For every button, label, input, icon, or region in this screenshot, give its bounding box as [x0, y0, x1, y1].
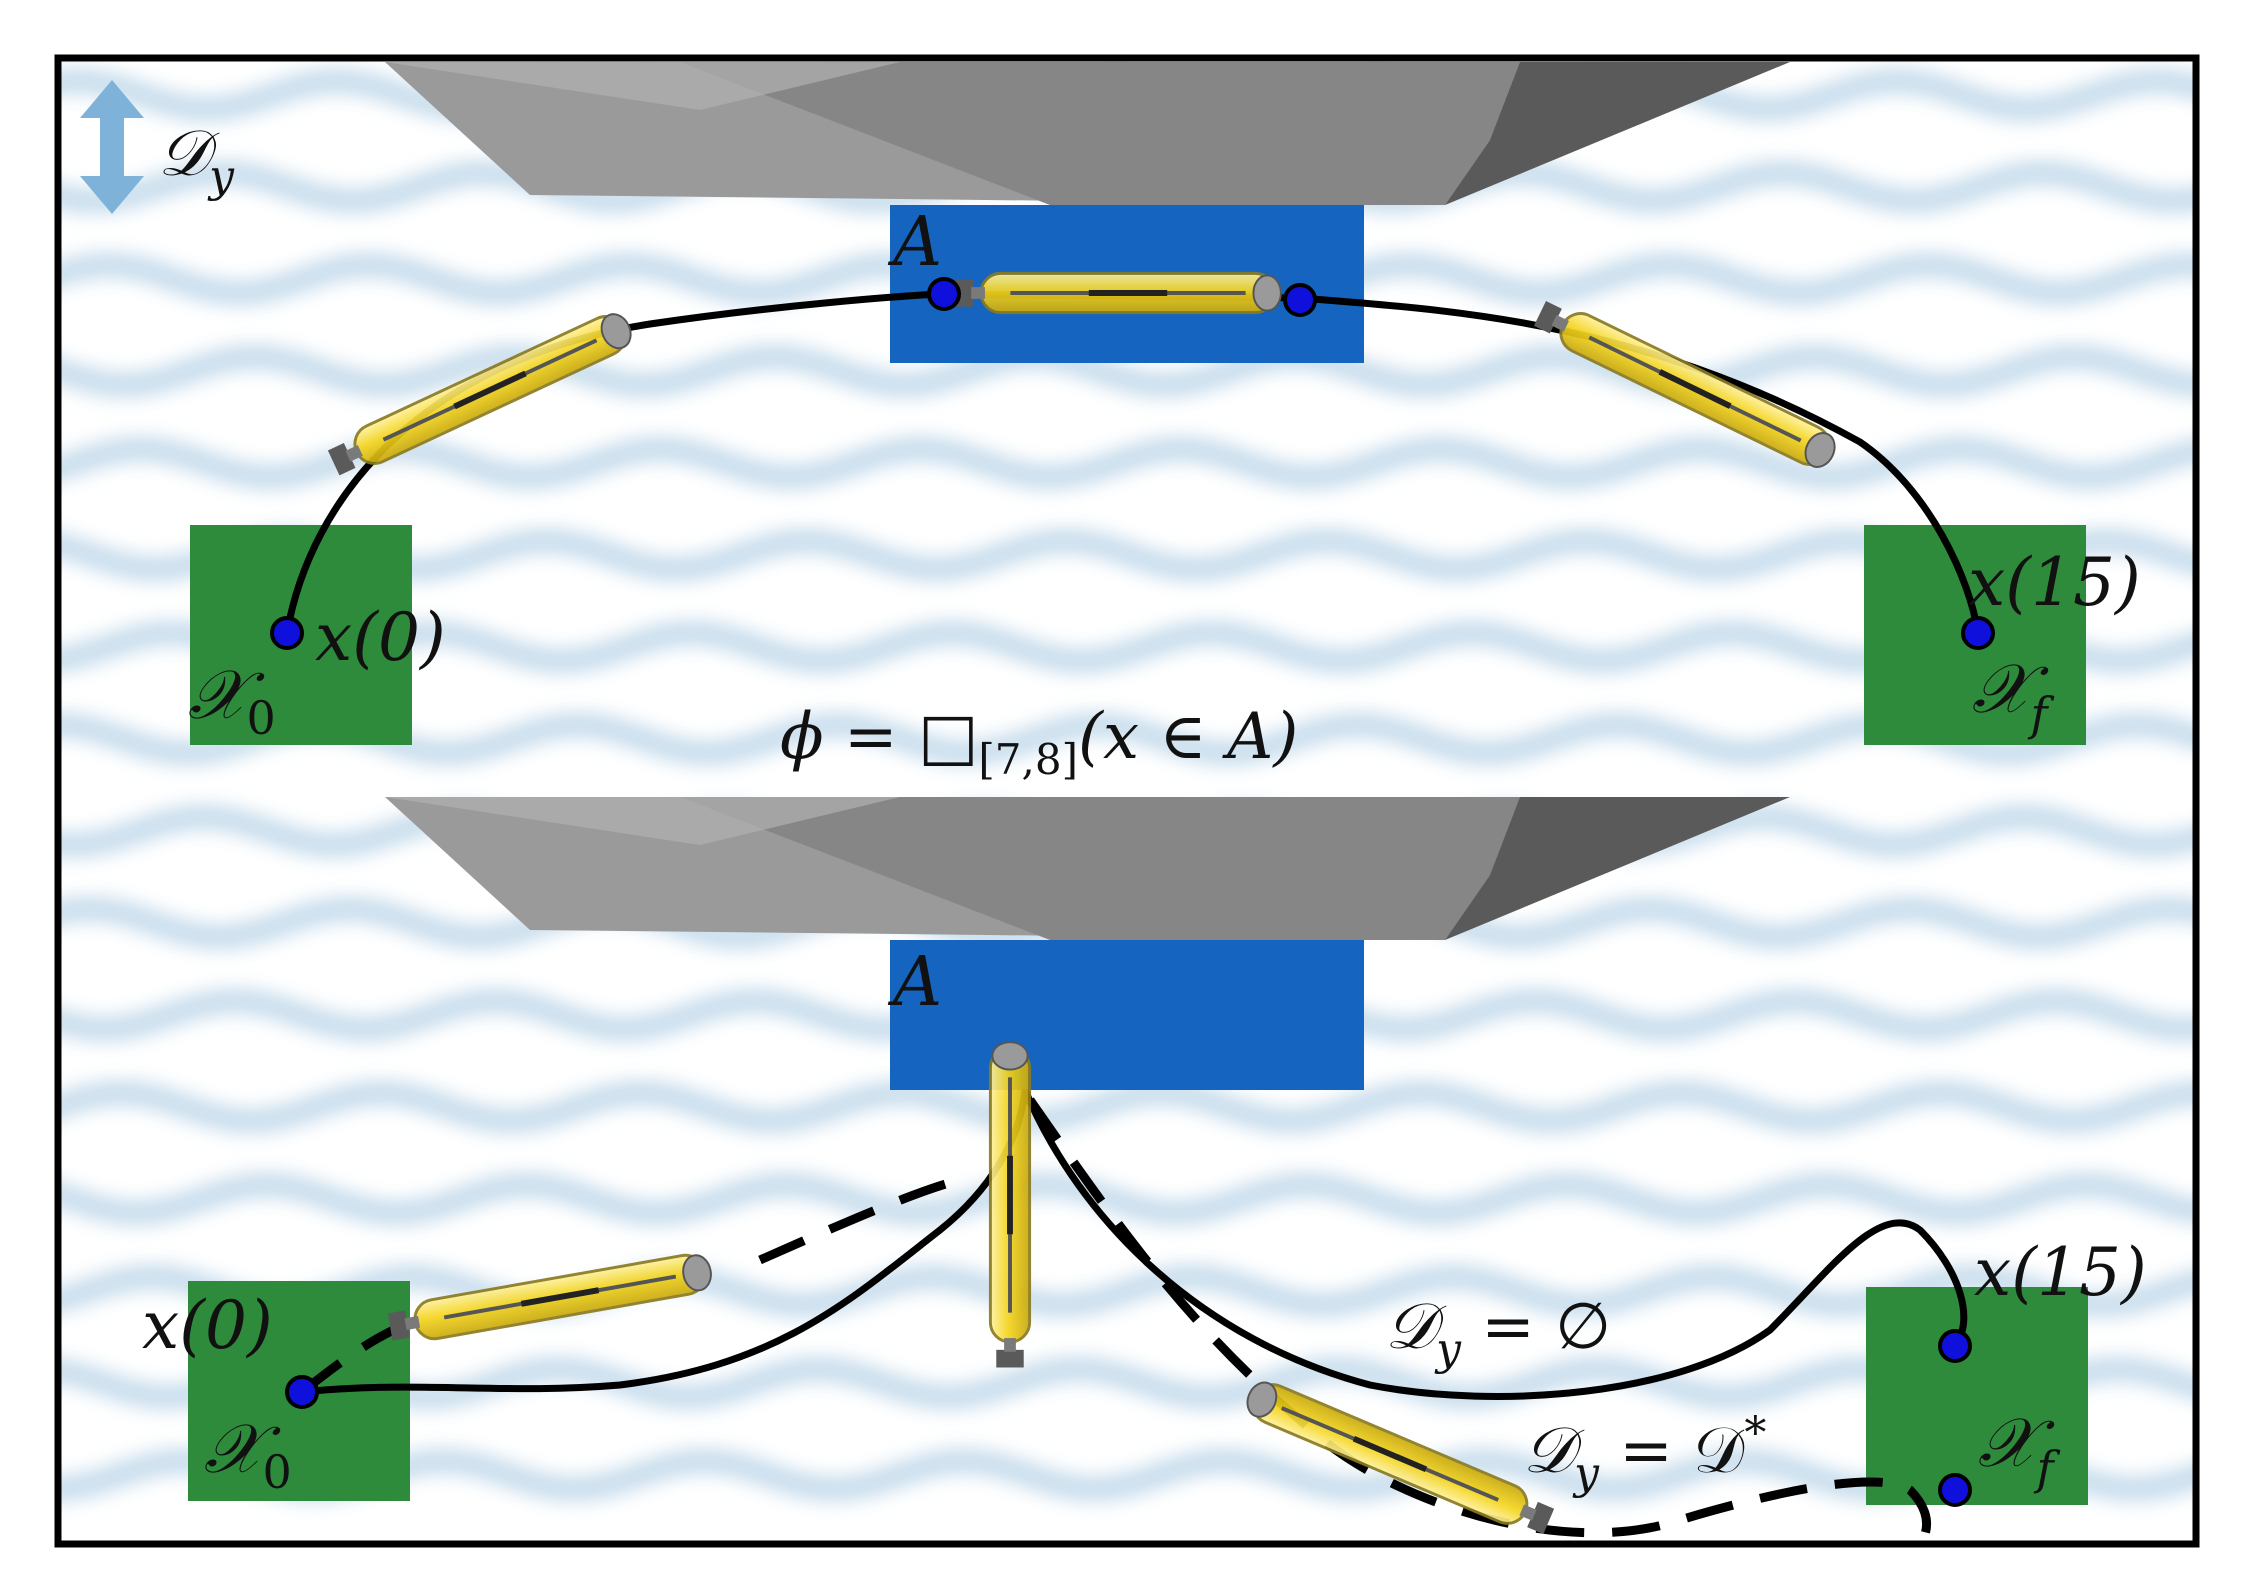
start-point-bottom	[285, 1375, 319, 1409]
goal-label-bottom: x(15)	[1974, 1234, 2147, 1311]
curve-label-worst-rest: = 𝒟	[1599, 1414, 1745, 1488]
region-label-top: A	[887, 203, 942, 282]
curve-label-empty-subscript: y	[1434, 1324, 1462, 1375]
start-label-bottom: x(0)	[142, 1287, 273, 1364]
curve-label-empty-rest: = ∅	[1461, 1290, 1611, 1364]
start-set-label-bottom: 𝒳0	[204, 1410, 292, 1499]
specification-formula: ϕ = □[7,8](x ∈ A)	[780, 700, 1298, 784]
water-wave-band	[58, 1263, 2196, 1319]
water-wave-band	[58, 1171, 2196, 1227]
start-point-top	[270, 616, 304, 650]
start-label-top: x(0)	[315, 599, 446, 676]
trajectory-bottom-nominal	[301, 1088, 1968, 1400]
goal-set-bottom	[1866, 1287, 2088, 1505]
water-wave-band	[58, 1079, 2196, 1135]
spec-phi: ϕ	[780, 700, 824, 774]
vehicle-top-2	[956, 273, 1281, 312]
curve-label-worst-subscript: y	[1572, 1448, 1600, 1499]
frame-border	[54, 54, 2200, 1548]
spec-box: □	[918, 700, 978, 774]
curve-label-worst-disturbance: 𝒟y = 𝒟*	[1523, 1408, 1766, 1499]
goal-point-bottom-worst	[1938, 1473, 1972, 1507]
start-set-label-top: 𝒳0	[188, 656, 276, 745]
goal-label-top: x(15)	[1968, 544, 2141, 621]
spec-interval: [7,8]	[978, 735, 1078, 784]
region-label-bottom: A	[887, 943, 942, 1022]
curve-label-worst-superscript: *	[1744, 1408, 1766, 1459]
curve-label-empty-disturbance: 𝒟y = ∅	[1385, 1290, 1611, 1375]
target-region-bottom	[890, 940, 1364, 1090]
legend-disturbance-subscript: y	[207, 151, 235, 202]
water-wave-band	[58, 711, 2196, 767]
spec-equals: =	[824, 700, 918, 774]
goal-point-bottom	[1938, 1329, 1972, 1363]
goal-point-top	[1961, 616, 1995, 650]
waypoint-top-b	[1283, 283, 1317, 317]
water-wave-band	[58, 344, 2196, 398]
waypoint-top-a	[927, 277, 961, 311]
spec-expr: (x ∈ A)	[1078, 700, 1298, 774]
start-set-subscript-top: 0	[246, 691, 275, 745]
double-arrow-vertical-icon	[80, 80, 144, 214]
vehicle-bottom-2	[990, 1042, 1029, 1367]
start-set-subscript-bottom: 0	[262, 1445, 291, 1499]
